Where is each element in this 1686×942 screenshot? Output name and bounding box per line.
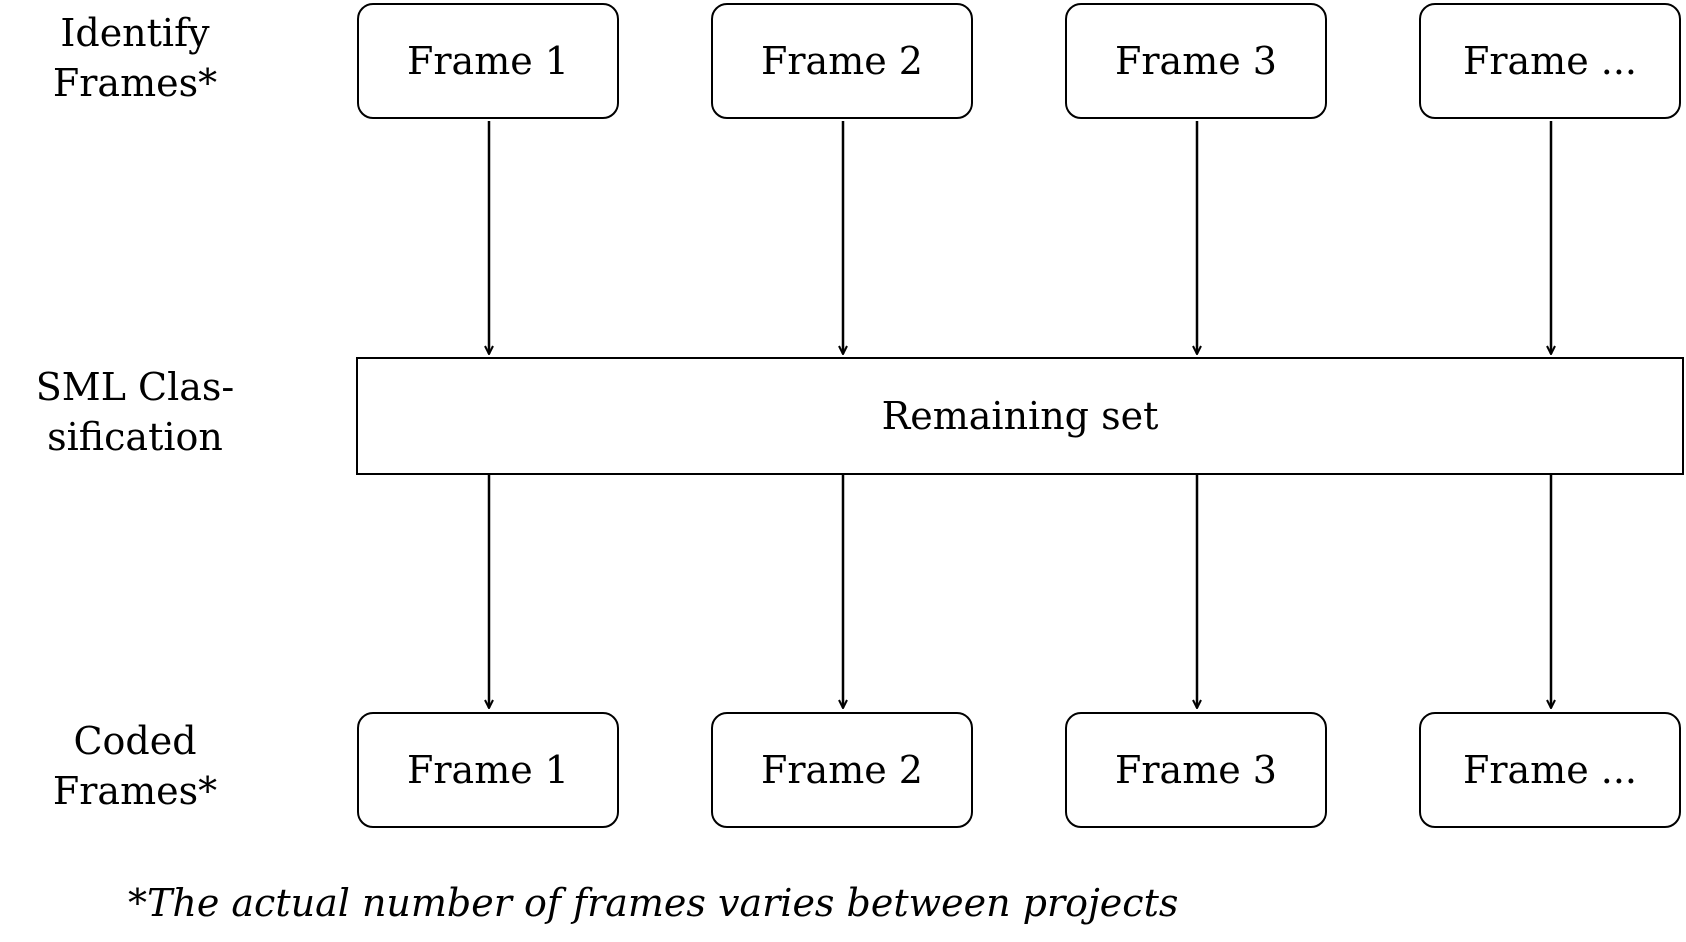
row-label-line: sification [47, 415, 223, 459]
row-label-coded-frames: Coded Frames* [20, 716, 250, 816]
bottom-frame-more: Frame ... [1419, 712, 1681, 828]
top-frame-2: Frame 2 [711, 3, 973, 119]
remaining-set-box: Remaining set [356, 357, 1684, 475]
bottom-frame-2: Frame 2 [711, 712, 973, 828]
bottom-frame-3: Frame 3 [1065, 712, 1327, 828]
top-frame-3: Frame 3 [1065, 3, 1327, 119]
row-label-line: Coded [73, 719, 197, 763]
footnote: *The actual number of frames varies betw… [128, 881, 1179, 925]
bottom-frame-1: Frame 1 [357, 712, 619, 828]
row-label-line: SML Clas- [35, 365, 235, 409]
row-label-line: Frames* [52, 769, 218, 813]
row-label-line: Frames* [52, 61, 218, 105]
row-label-identify-frames: Identify Frames* [20, 8, 250, 108]
row-label-sml-classification: SML Clas- sification [20, 362, 250, 462]
top-frame-1: Frame 1 [357, 3, 619, 119]
top-frame-more: Frame ... [1419, 3, 1681, 119]
row-label-line: Identify [60, 11, 210, 55]
